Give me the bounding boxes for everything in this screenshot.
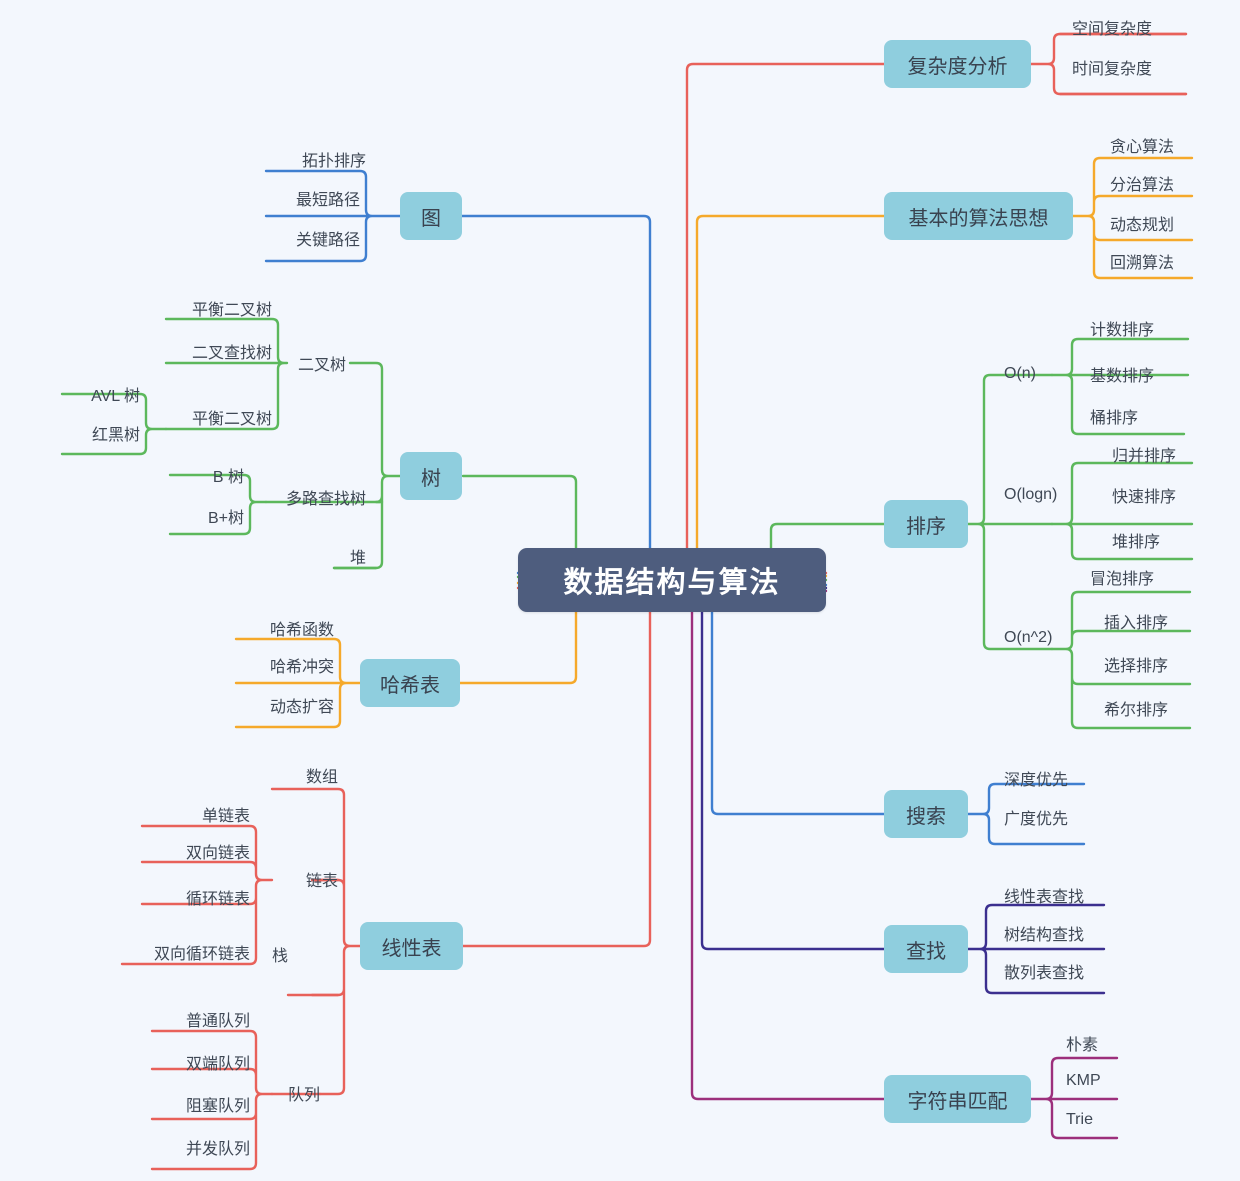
leaf-sorting-on[interactable]: O(n)	[1004, 365, 1036, 382]
link-lookup-children	[966, 903, 1106, 995]
link-ologn-children	[1050, 461, 1194, 561]
link-multiway-children	[168, 473, 268, 536]
leaf-linked-list[interactable]: 链表	[305, 873, 338, 890]
leaf-critical-path[interactable]: 关键路径	[295, 232, 360, 249]
leaf-tree-structure-search[interactable]: 树结构查找	[1004, 927, 1085, 944]
link-sorting-groups	[966, 373, 1054, 651]
leaf-hash-collision[interactable]: 哈希冲突	[269, 659, 334, 676]
leaf-time-complexity[interactable]: 时间复杂度	[1072, 61, 1153, 78]
link-ideas-children	[1071, 156, 1194, 280]
leaf-merge-sort[interactable]: 归并排序	[1112, 448, 1177, 465]
trunk-graph	[460, 214, 652, 575]
trunk-linear-list	[461, 586, 652, 948]
link-complexity-children	[1029, 32, 1188, 96]
leaf-topological-sort[interactable]: 拓扑排序	[301, 153, 366, 170]
leaf-sorting-ologn[interactable]: O(logn)	[1004, 486, 1058, 503]
leaf-b-tree[interactable]: B 树	[212, 469, 244, 486]
leaf-selection-sort[interactable]: 选择排序	[1104, 658, 1169, 675]
leaf-blocking-queue[interactable]: 阻塞队列	[185, 1098, 250, 1115]
leaf-bubble-sort[interactable]: 冒泡排序	[1090, 571, 1155, 588]
leaf-radix-sort[interactable]: 基数排序	[1090, 368, 1155, 385]
node-lookup[interactable]: 查找	[884, 925, 968, 973]
leaf-normal-queue[interactable]: 普通队列	[185, 1013, 250, 1030]
leaf-dfs[interactable]: 深度优先	[1004, 772, 1069, 789]
leaf-shell-sort[interactable]: 希尔排序	[1104, 702, 1169, 719]
node-complexity-analysis[interactable]: 复杂度分析	[884, 40, 1031, 88]
leaf-heap[interactable]: 堆	[349, 550, 366, 567]
link-graph-children	[264, 169, 402, 263]
leaf-space-complexity[interactable]: 空间复杂度	[1072, 21, 1153, 38]
leaf-circular-linked-list[interactable]: 循环链表	[185, 891, 250, 908]
trunk-search	[704, 583, 886, 816]
node-graph[interactable]: 图	[400, 192, 462, 240]
leaf-counting-sort[interactable]: 计数排序	[1090, 322, 1155, 339]
link-balanced-children	[60, 392, 168, 456]
root-node[interactable]: 数据结构与算法	[518, 548, 826, 612]
link-on-children	[1050, 337, 1190, 436]
leaf-array[interactable]: 数组	[305, 769, 338, 786]
leaf-quick-sort[interactable]: 快速排序	[1112, 489, 1177, 506]
leaf-stack[interactable]: 栈	[271, 948, 288, 965]
node-search[interactable]: 搜索	[884, 790, 968, 838]
leaf-doubly-circular-linked-list[interactable]: 双向循环链表	[153, 946, 250, 963]
leaf-hash-table-search[interactable]: 散列表查找	[1004, 965, 1085, 982]
leaf-binary-tree[interactable]: 二叉树	[297, 357, 346, 374]
leaf-multiway-search-tree[interactable]: 多路查找树	[285, 491, 366, 508]
leaf-deque[interactable]: 双端队列	[185, 1056, 250, 1073]
link-tree-children	[332, 361, 402, 570]
link-on2-children	[1050, 590, 1192, 730]
link-search-children	[966, 782, 1086, 846]
leaf-insertion-sort[interactable]: 插入排序	[1104, 615, 1169, 632]
leaf-greedy[interactable]: 贪心算法	[1110, 139, 1175, 156]
leaf-bplus-tree[interactable]: B+树	[207, 510, 244, 527]
trunk-lookup	[694, 586, 886, 951]
trunk-string-matching	[684, 589, 886, 1101]
link-string-children	[1029, 1056, 1119, 1140]
leaf-sorting-on2[interactable]: O(n^2)	[1004, 629, 1053, 646]
leaf-doubly-linked-list[interactable]: 双向链表	[185, 845, 250, 862]
leaf-dynamic-programming[interactable]: 动态规划	[1110, 217, 1175, 234]
leaf-binary-search-tree[interactable]: 二叉查找树	[191, 345, 272, 362]
leaf-kmp[interactable]: KMP	[1066, 1072, 1101, 1089]
leaf-bucket-sort[interactable]: 桶排序	[1090, 410, 1139, 427]
leaf-linear-list-search[interactable]: 线性表查找	[1004, 889, 1085, 906]
leaf-balanced-binary-tree-2[interactable]: 平衡二叉树	[191, 411, 272, 428]
leaf-red-black-tree[interactable]: 红黑树	[91, 427, 140, 444]
leaf-naive[interactable]: 朴素	[1066, 1037, 1099, 1054]
leaf-trie[interactable]: Trie	[1066, 1111, 1093, 1128]
leaf-concurrent-queue[interactable]: 并发队列	[185, 1141, 250, 1158]
leaf-backtracking[interactable]: 回溯算法	[1110, 255, 1175, 272]
leaf-dynamic-resize[interactable]: 动态扩容	[269, 699, 334, 716]
link-queue-children	[150, 1029, 274, 1171]
link-hash-children	[234, 637, 362, 729]
link-linear-children	[270, 787, 362, 1096]
trunk-complexity	[679, 62, 886, 575]
leaf-bfs[interactable]: 广度优先	[1004, 811, 1069, 828]
leaf-divide-conquer[interactable]: 分治算法	[1110, 177, 1175, 194]
link-binarytree-children	[164, 317, 289, 431]
node-string-matching[interactable]: 字符串匹配	[884, 1075, 1031, 1123]
node-tree[interactable]: 树	[400, 452, 462, 500]
node-hash-table[interactable]: 哈希表	[360, 659, 460, 707]
trunk-algorithm-ideas	[689, 214, 886, 578]
node-algorithm-ideas[interactable]: 基本的算法思想	[884, 192, 1073, 240]
leaf-balanced-binary-tree-1[interactable]: 平衡二叉树	[191, 302, 272, 319]
link-linkedlist-children	[120, 824, 274, 966]
leaf-singly-linked-list[interactable]: 单链表	[201, 808, 250, 825]
leaf-shortest-path[interactable]: 最短路径	[295, 192, 360, 209]
node-linear-list[interactable]: 线性表	[360, 922, 463, 970]
leaf-hash-function[interactable]: 哈希函数	[269, 622, 334, 639]
leaf-queue[interactable]: 队列	[287, 1087, 320, 1104]
leaf-heap-sort[interactable]: 堆排序	[1112, 534, 1161, 551]
leaf-avl-tree[interactable]: AVL 树	[91, 388, 140, 405]
node-sorting[interactable]: 排序	[884, 500, 968, 548]
